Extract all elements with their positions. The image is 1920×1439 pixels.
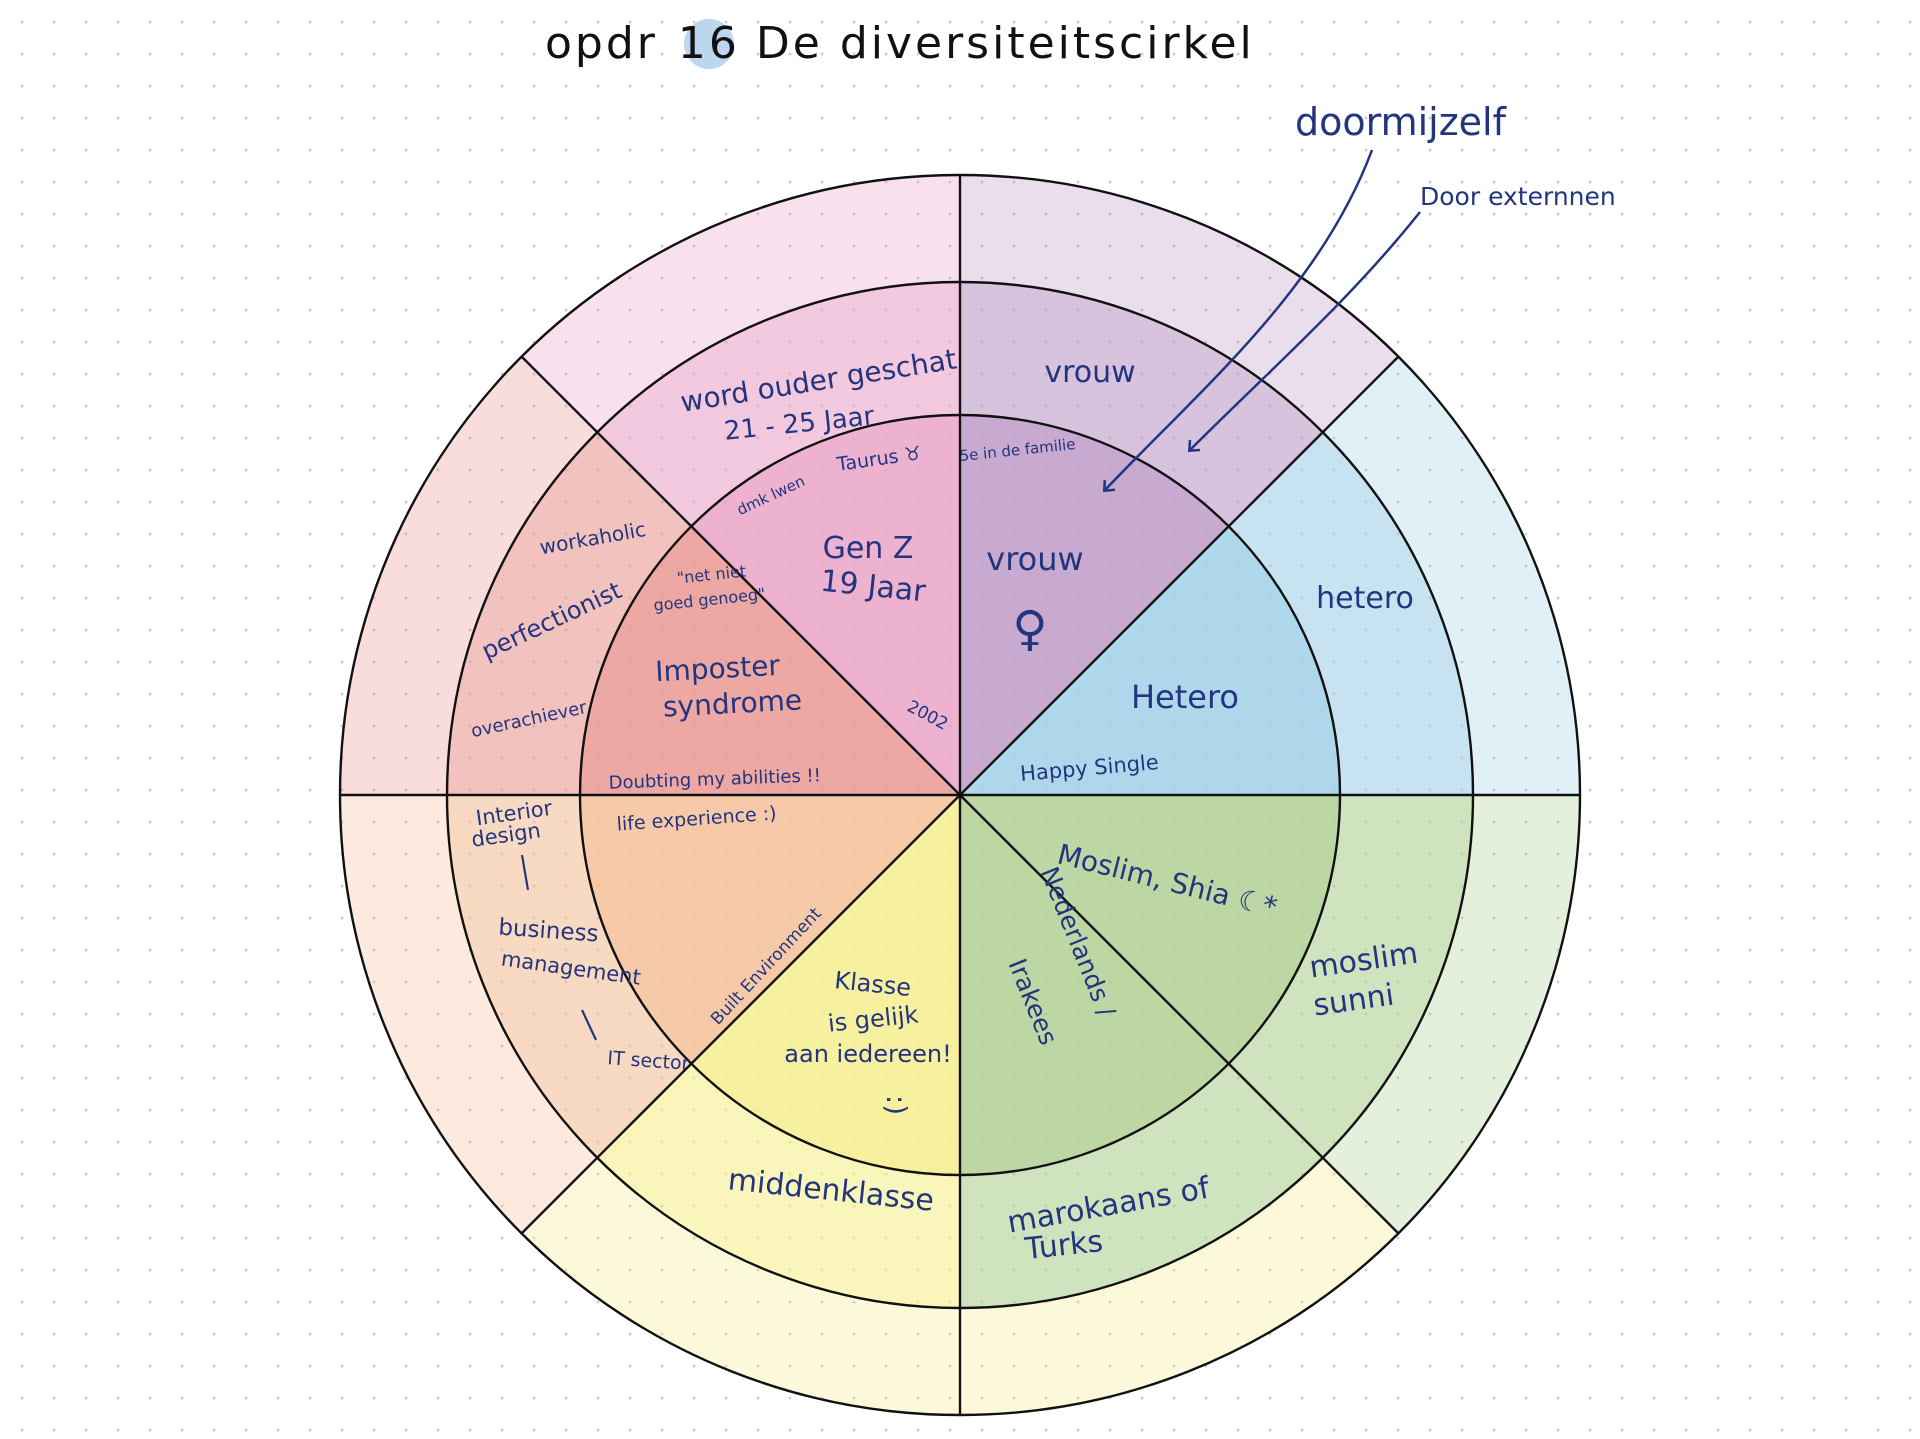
female-icon: ♀ bbox=[1012, 601, 1047, 657]
divider-ne bbox=[959, 356, 1399, 796]
sector-work-ring-1 bbox=[340, 795, 598, 1234]
age-inner-label: Gen Z bbox=[823, 531, 914, 566]
sector-ethnicity-ring-1 bbox=[960, 1157, 1399, 1415]
sector-work-ring-3 bbox=[580, 795, 960, 1064]
arrow-external bbox=[1187, 211, 1421, 453]
class-inner-sub2: aan iedereen! bbox=[784, 1040, 951, 1068]
divider-sw bbox=[521, 794, 961, 1234]
sector-personality-ring-3 bbox=[580, 526, 960, 795]
work-connector-2 bbox=[581, 1009, 597, 1041]
gender-outer-label: vrouw bbox=[1044, 355, 1135, 390]
sector-class-ring-3 bbox=[691, 795, 960, 1176]
sector-orientation-ring-3 bbox=[960, 526, 1340, 795]
sector-gender-ring-1 bbox=[960, 175, 1399, 433]
sector-personality-ring-2 bbox=[447, 432, 692, 795]
sector-class-ring-2 bbox=[597, 1063, 960, 1308]
orientation-outer-label: hetero bbox=[1316, 581, 1414, 616]
wheel-sectors bbox=[340, 174, 1580, 1415]
title-number-badge: 16 bbox=[672, 18, 746, 69]
smiley-icon: :) bbox=[880, 1095, 913, 1115]
sector-age-ring-1 bbox=[521, 174, 960, 433]
wheel-outline bbox=[338, 173, 1582, 1417]
sector-gender-ring-2 bbox=[960, 282, 1323, 527]
personality-inner-label: Imposter bbox=[654, 649, 781, 689]
gender-inner-label: vrouw bbox=[986, 540, 1083, 578]
ethnicity-outer-sub: Turks bbox=[1022, 1224, 1104, 1267]
arrow-self bbox=[1103, 149, 1374, 493]
title-text: De diversiteitscirkel bbox=[755, 18, 1255, 69]
sector-age-ring-3 bbox=[691, 415, 960, 795]
sector-age-ring-2 bbox=[597, 282, 960, 527]
sector-orientation-ring-1 bbox=[1322, 356, 1580, 795]
personality-inner-label-2: syndrome bbox=[662, 683, 803, 723]
sector-ethnicity-ring-2 bbox=[960, 1063, 1323, 1308]
sector-ethnicity-ring-3 bbox=[960, 795, 1229, 1175]
sector-religion-ring-2 bbox=[1228, 795, 1473, 1158]
legend-self-label: doormijzelf bbox=[1295, 100, 1508, 144]
sector-work-ring-2 bbox=[447, 795, 692, 1158]
title-prefix: opdr bbox=[545, 18, 658, 69]
legend-external-label: Door externnen bbox=[1420, 182, 1616, 211]
sector-personality-ring-1 bbox=[340, 356, 598, 795]
sector-religion-ring-1 bbox=[1322, 795, 1580, 1234]
sector-gender-ring-3 bbox=[960, 415, 1229, 795]
sector-religion-ring-3 bbox=[960, 795, 1340, 1064]
work-connector-1 bbox=[520, 854, 530, 891]
sector-class-ring-1 bbox=[521, 1157, 960, 1415]
divider-se bbox=[959, 794, 1399, 1234]
sector-orientation-ring-2 bbox=[1228, 432, 1473, 795]
divider-nw bbox=[521, 356, 961, 796]
orientation-inner-label: Hetero bbox=[1131, 678, 1239, 716]
